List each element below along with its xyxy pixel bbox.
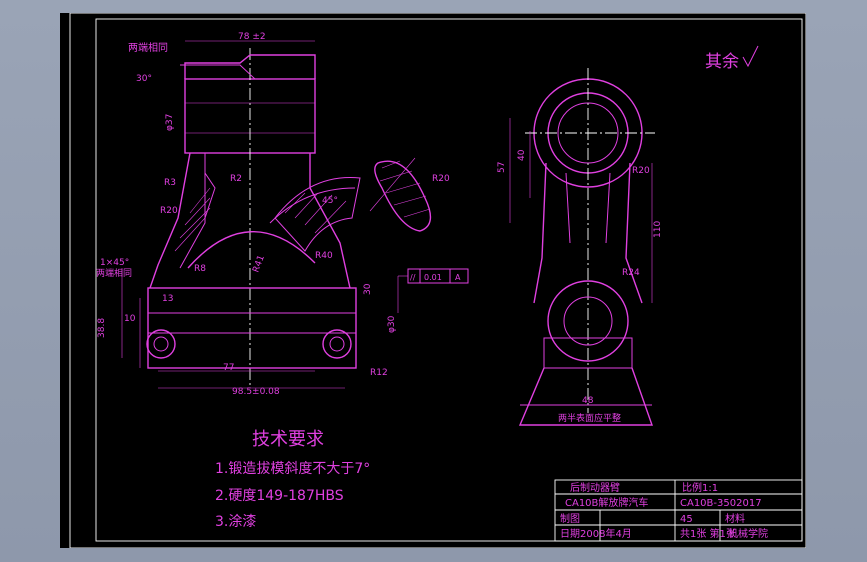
dim-r12: R12: [370, 368, 388, 378]
tb-drafter: 制图: [560, 512, 580, 525]
svg-text:0.01: 0.01: [424, 273, 442, 282]
base-plate: [147, 287, 357, 369]
dim-r3: R3: [164, 178, 176, 188]
dim-top-width: 78 ±2: [238, 32, 266, 42]
label-mirror: 两端相同: [96, 267, 132, 279]
dim-r24: R24: [622, 268, 640, 278]
tb-model: CA10B解放牌汽车: [565, 496, 648, 509]
bottom-flange: [518, 367, 653, 426]
front-view: [121, 40, 361, 389]
cad-drawing: 其余: [69, 13, 806, 548]
tb-part-no: CA10B-3502017: [680, 498, 762, 509]
border-outer: [69, 13, 806, 548]
tb-sheet: 共1张 第1张: [680, 527, 736, 540]
tb-material: 材料: [725, 512, 745, 525]
dim-40: 40: [517, 149, 527, 161]
dim-r40: R40: [315, 251, 333, 261]
arc-r41: [187, 231, 316, 269]
dim-45deg: 45°: [322, 196, 338, 206]
notes-title: 技术要求: [252, 429, 324, 450]
dim-base-width: 98.5±0.08: [232, 387, 280, 397]
dim-30: 30: [363, 283, 373, 295]
dim-110: 110: [653, 221, 663, 238]
label-both-ends: 两端相同: [128, 41, 168, 54]
hole-right: [322, 329, 352, 359]
dim-r41: R41: [251, 254, 266, 274]
note-3: 3.涂漆: [215, 514, 256, 530]
hole-left: [146, 329, 176, 359]
tolerance-frame: // 0.01 A: [397, 268, 469, 313]
svg-text:A: A: [455, 273, 461, 282]
dim-r2: R2: [230, 174, 242, 184]
note-2: 2.硬度149-187HBS: [215, 488, 344, 504]
tb-name: 后制动器臂: [570, 481, 620, 494]
dim-30deg: 30°: [136, 74, 152, 84]
hatch-left: [174, 187, 211, 252]
section-oval: [369, 157, 432, 232]
dim-phi30: φ30: [387, 315, 397, 333]
dim-13: 13: [162, 294, 173, 304]
section-sector: [274, 177, 361, 252]
corner-label: 其余: [705, 52, 739, 72]
dim-r20-right: R20: [632, 166, 650, 176]
label-plane-note: 两半表面应平整: [558, 412, 621, 424]
dim-inner-width: 77: [223, 363, 234, 373]
roughness-icon: [742, 45, 759, 68]
dim-chamfer: 1×45°: [100, 258, 129, 268]
tb-org: 机械学院: [728, 527, 768, 540]
dim-10: 10: [124, 314, 136, 324]
tb-date: 日期2008年4月: [560, 527, 632, 540]
dim-phi37: φ37: [165, 114, 175, 131]
dim-r20-left: R20: [160, 206, 178, 216]
dim-r8: R8: [194, 264, 206, 274]
tb-scale: 比例1:1: [682, 481, 718, 494]
dim-48: 48: [582, 396, 594, 406]
title-block: 后制动器臂 比例1:1 CA10B解放牌汽车 CA10B-3502017 制图 …: [554, 479, 803, 542]
bottom-boss: [547, 280, 629, 362]
dim-57: 57: [497, 162, 507, 173]
dim-38-8: 38.8: [97, 318, 107, 338]
border-inner: [95, 18, 803, 542]
side-view: [509, 68, 655, 426]
drawing-frame: 其余: [60, 13, 806, 548]
dim-r20-sector: R20: [432, 174, 450, 184]
svg-text://: //: [410, 273, 416, 282]
tb-mat-code: 45: [680, 514, 693, 525]
technical-notes: 技术要求 1.锻造拔模斜度不大于7° 2.硬度149-187HBS 3.涂漆: [215, 429, 370, 530]
note-1: 1.锻造拔模斜度不大于7°: [215, 461, 370, 477]
